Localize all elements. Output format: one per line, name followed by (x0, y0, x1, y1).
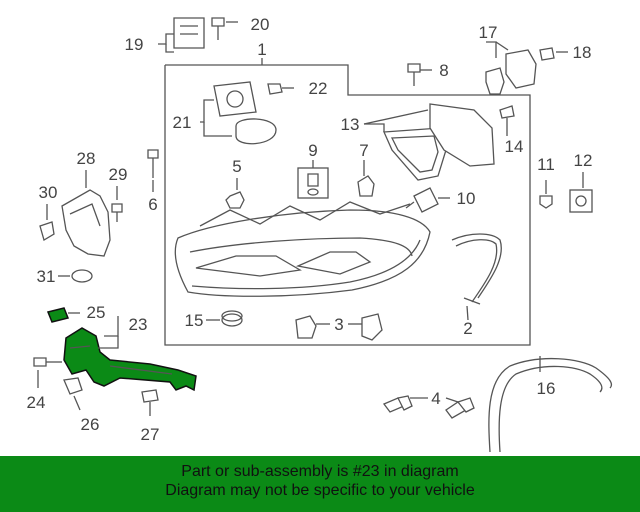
cover-gasket-part-13[interactable] (383, 103, 495, 181)
parts-diagram: 1 2 3 4 5 6 7 8 9 10 11 12 13 14 15 16 1… (27, 15, 613, 453)
callout-16: 16 (537, 379, 556, 398)
clip-part-7[interactable] (357, 175, 375, 197)
grommet-part-31[interactable] (71, 269, 93, 283)
screw-part-29[interactable] (111, 203, 123, 222)
callout-1: 1 (257, 40, 266, 59)
screw-part-22[interactable] (267, 83, 294, 95)
callout-9: 9 (308, 141, 317, 160)
info-banner: Part or sub-assembly is #23 in diagram D… (0, 456, 640, 512)
callout-13: 13 (341, 115, 360, 134)
callout-18: 18 (573, 43, 592, 62)
callout-28: 28 (77, 149, 96, 168)
callout-10: 10 (457, 189, 476, 208)
callout-24: 24 (27, 393, 46, 412)
cap-part-15[interactable] (221, 310, 243, 327)
callout-22: 22 (309, 79, 328, 98)
bracket-part-3[interactable] (295, 313, 383, 341)
callout-26: 26 (81, 415, 100, 434)
callout-12: 12 (574, 151, 593, 170)
screw-part-6[interactable] (147, 149, 159, 178)
headlamp-housing[interactable] (174, 201, 431, 297)
banner-line-2: Diagram may not be specific to your vehi… (165, 482, 475, 499)
callout-19: 19 (125, 35, 144, 54)
callout-7: 7 (359, 141, 368, 160)
screw-part-14[interactable] (499, 105, 515, 136)
callout-8: 8 (439, 61, 448, 80)
clip-part-25[interactable] (46, 307, 70, 323)
callout-21: 21 (173, 113, 192, 132)
callout-3: 3 (334, 315, 343, 334)
callout-30: 30 (39, 183, 58, 202)
callout-15: 15 (185, 311, 204, 330)
bolt-part-4[interactable] (382, 395, 475, 419)
callout-5: 5 (232, 157, 241, 176)
callout-6: 6 (148, 195, 157, 214)
nut-part-26[interactable] (63, 377, 83, 395)
screw-part-24[interactable] (33, 357, 62, 367)
callout-25: 25 (87, 303, 106, 322)
callout-29: 29 (109, 165, 128, 184)
callout-27: 27 (141, 425, 160, 444)
highlighted-bracket-part-23[interactable] (63, 327, 197, 392)
seal-part-17[interactable] (485, 67, 505, 95)
screw-part-20[interactable] (211, 17, 225, 40)
callout-31: 31 (37, 267, 56, 286)
assembly-frame (164, 58, 531, 346)
hose-part-16[interactable] (488, 357, 613, 453)
callout-14: 14 (505, 137, 524, 156)
callout-23: 23 (129, 315, 148, 334)
cover-part-18[interactable] (505, 47, 555, 89)
callout-4: 4 (431, 389, 440, 408)
label-part-19[interactable] (173, 17, 205, 49)
bracket-part-28[interactable] (61, 189, 111, 257)
callout-20: 20 (251, 15, 270, 34)
bulb-cap-part-21[interactable] (213, 81, 277, 145)
callout-17: 17 (479, 23, 498, 42)
bulb-part-9[interactable] (297, 167, 329, 199)
actuator-part-10[interactable] (405, 187, 439, 213)
callout-11: 11 (537, 155, 555, 174)
wire-harness-part[interactable] (451, 233, 502, 305)
callout-2: 2 (463, 319, 472, 338)
banner-line-1: Part or sub-assembly is #23 in diagram (181, 463, 459, 480)
clip-part-30[interactable] (39, 221, 55, 241)
screw-part-27[interactable] (141, 389, 159, 416)
fastener-part-5[interactable] (225, 191, 245, 209)
plug-part-11[interactable] (539, 195, 553, 209)
module-part-12[interactable] (569, 189, 593, 213)
bolt-part-8[interactable] (407, 63, 421, 86)
